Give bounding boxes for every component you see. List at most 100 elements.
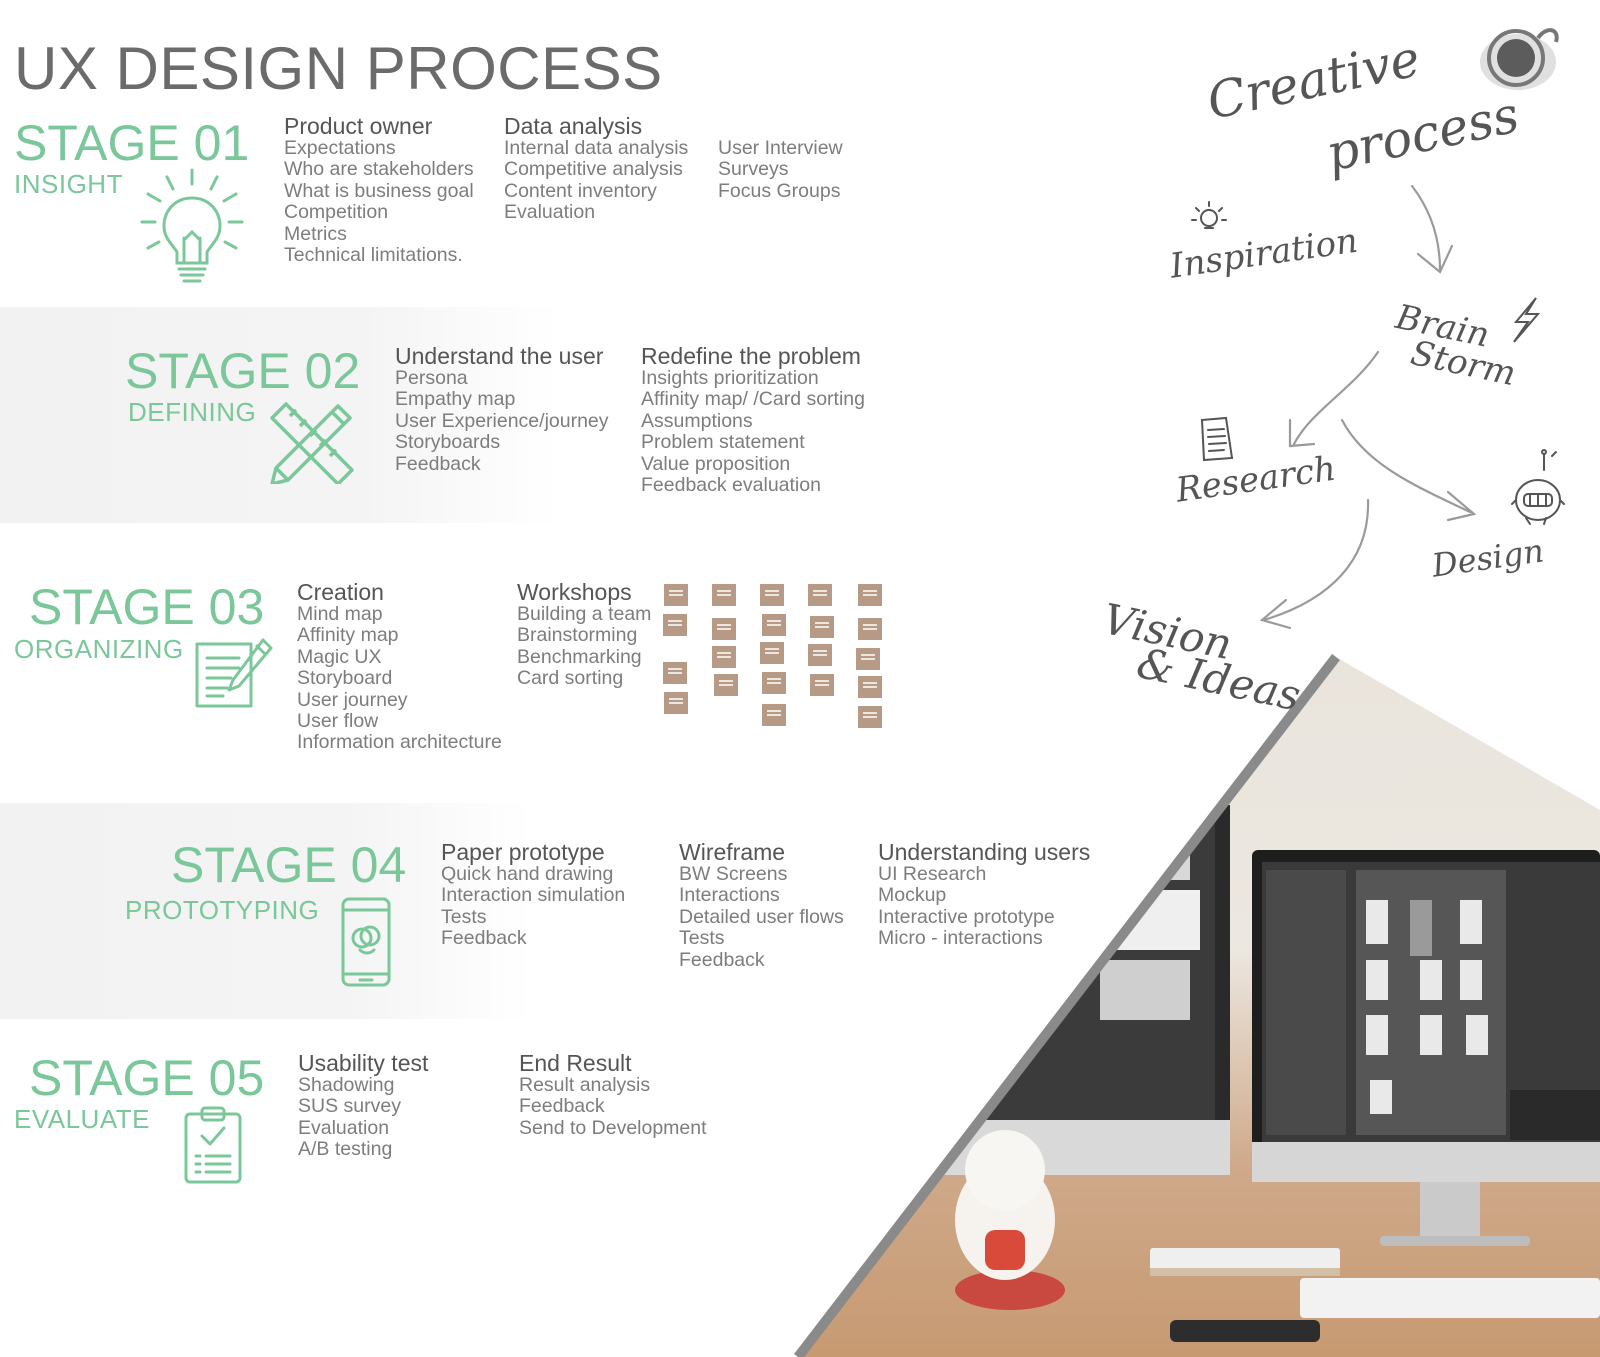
stage-04-column-understanding-users: Understanding users UI Research Mockup I… xyxy=(878,840,1090,950)
list-item: Empathy map xyxy=(395,388,516,411)
list-item: Information architecture xyxy=(297,731,502,754)
lightbulb-icon xyxy=(140,168,244,283)
stage-04-column-wireframe: Wireframe BW Screens Interactions Detail… xyxy=(679,840,844,971)
list-item: Competitive analysis xyxy=(504,158,683,181)
list-item: User Experience/journey xyxy=(395,409,609,432)
list-item: Evaluation xyxy=(504,201,596,224)
stage-01-column-data-analysis: Data analysis Internal data analysis Com… xyxy=(504,114,688,224)
list-item: Tests xyxy=(441,905,487,928)
list-item: Storyboard xyxy=(297,667,393,690)
stage-05-column-usability-test: Usability test Shadowing SUS survey Eval… xyxy=(298,1051,428,1161)
stage-05-title: STAGE 05 xyxy=(29,1050,265,1106)
stage-05-column-end-result: End Result Result analysis Feedback Send… xyxy=(519,1051,707,1139)
process-arrows xyxy=(1259,184,1477,630)
list-item: User flow xyxy=(297,710,379,733)
list-item: Expectations xyxy=(284,137,396,159)
list-item: Tests xyxy=(679,927,725,950)
coffee-cup-icon xyxy=(1480,28,1559,90)
list-item: Value proposition xyxy=(641,452,791,475)
list-item: Benchmarking xyxy=(517,645,642,668)
list-item: Shadowing xyxy=(298,1074,395,1096)
list-item: Surveys xyxy=(718,158,789,181)
list-item: Who are stakeholders xyxy=(284,158,474,181)
list-item: Feedback xyxy=(395,452,481,475)
list-item: What is business goal xyxy=(284,179,474,202)
list-item: Content inventory xyxy=(504,179,657,202)
lightning-bolt-icon xyxy=(1513,297,1541,343)
list-item: Feedback evaluation xyxy=(641,474,821,497)
list-item: Interactions xyxy=(679,884,780,907)
list-item: Problem statement xyxy=(641,431,805,454)
stage-02-subtitle: DEFINING xyxy=(128,397,257,427)
list-item: Send to Development xyxy=(519,1116,707,1139)
stage-03-column-creation: Creation Mind map Affinity map Magic UX … xyxy=(297,580,502,754)
stage-03-column-workshops: Workshops Building a team Brainstorming … xyxy=(517,580,651,690)
smartphone-icon xyxy=(341,897,391,987)
list-item: Quick hand drawing xyxy=(441,863,614,885)
list-item: Competition xyxy=(284,201,389,224)
list-item: Mind map xyxy=(297,603,383,625)
list-item: Insights prioritization xyxy=(641,367,819,389)
column-heading: Workshops xyxy=(517,579,632,605)
stage-02-column-redefine-problem: Redefine the problem Insights prioritiza… xyxy=(641,344,865,496)
list-item: Evaluation xyxy=(298,1116,390,1139)
list-item: Metrics xyxy=(284,222,347,245)
stage-04-subtitle: PROTOTYPING xyxy=(125,895,320,925)
list-item: Persona xyxy=(395,367,468,389)
list-item: Feedback xyxy=(679,948,765,971)
list-item: Interactive prototype xyxy=(878,905,1055,928)
list-item: Interaction simulation xyxy=(441,884,626,907)
pencil-ruler-icon xyxy=(270,402,354,484)
column-heading: Understanding users xyxy=(878,839,1091,865)
list-item: Magic UX xyxy=(297,645,382,668)
list-item: BW Screens xyxy=(679,863,788,885)
page-title: UX DESIGN PROCESS xyxy=(14,35,663,102)
list-item: Technical limitations. xyxy=(284,244,463,267)
robot-head-icon xyxy=(1511,449,1565,525)
stage-02-column-understand-user: Understand the user Persona Empathy map … xyxy=(395,344,609,475)
stage-03-subtitle: ORGANIZING xyxy=(14,634,184,664)
list-item: Detailed user flows xyxy=(679,905,844,928)
column-heading: Redefine the problem xyxy=(641,343,861,369)
column-heading: Understand the user xyxy=(395,343,604,369)
column-heading: Wireframe xyxy=(679,839,786,865)
list-item: Affinity map xyxy=(297,624,399,647)
column-heading: Product owner xyxy=(284,113,433,139)
list-item: Assumptions xyxy=(641,409,753,432)
list-item: A/B testing xyxy=(298,1138,393,1161)
stage-01-column-research: User Interview Surveys Focus Groups xyxy=(718,137,843,202)
column-heading: End Result xyxy=(519,1050,632,1076)
list-item: Result analysis xyxy=(519,1074,651,1096)
list-item: User Interview xyxy=(718,137,843,159)
stage-01-subtitle: INSIGHT xyxy=(14,169,123,199)
column-heading: Creation xyxy=(297,579,384,605)
stage-01-column-product-owner: Product owner Expectations Who are stake… xyxy=(284,114,474,266)
column-heading: Data analysis xyxy=(504,113,643,139)
list-item: UI Research xyxy=(878,863,987,885)
list-item: Focus Groups xyxy=(718,179,841,202)
list-item: Building a team xyxy=(517,603,652,625)
list-item: SUS survey xyxy=(298,1095,401,1118)
stage-01-title: STAGE 01 xyxy=(14,115,250,171)
stage-04-column-paper-prototype: Paper prototype Quick hand drawing Inter… xyxy=(441,840,625,950)
list-item: User journey xyxy=(297,688,408,711)
small-lightbulb-icon xyxy=(1191,201,1227,229)
clipboard-checklist-icon xyxy=(184,1106,242,1184)
list-item: Mockup xyxy=(878,884,947,907)
list-item: Feedback xyxy=(441,927,527,950)
stage-02-background-band xyxy=(0,307,800,523)
list-item: Internal data analysis xyxy=(504,137,689,159)
list-item: Affinity map/ /Card sorting xyxy=(641,388,865,411)
list-item: Feedback xyxy=(519,1095,605,1118)
list-item: Brainstorming xyxy=(517,624,638,647)
stage-04-title: STAGE 04 xyxy=(171,837,407,893)
document-icon xyxy=(1200,416,1234,462)
list-item: Micro - interactions xyxy=(878,927,1043,950)
document-pen-icon xyxy=(195,638,273,708)
list-item: Storyboards xyxy=(395,431,501,454)
stage-05-subtitle: EVALUATE xyxy=(14,1104,150,1134)
stage-02-title: STAGE 02 xyxy=(125,343,361,399)
list-item: Card sorting xyxy=(517,667,624,690)
column-heading: Usability test xyxy=(298,1050,429,1076)
